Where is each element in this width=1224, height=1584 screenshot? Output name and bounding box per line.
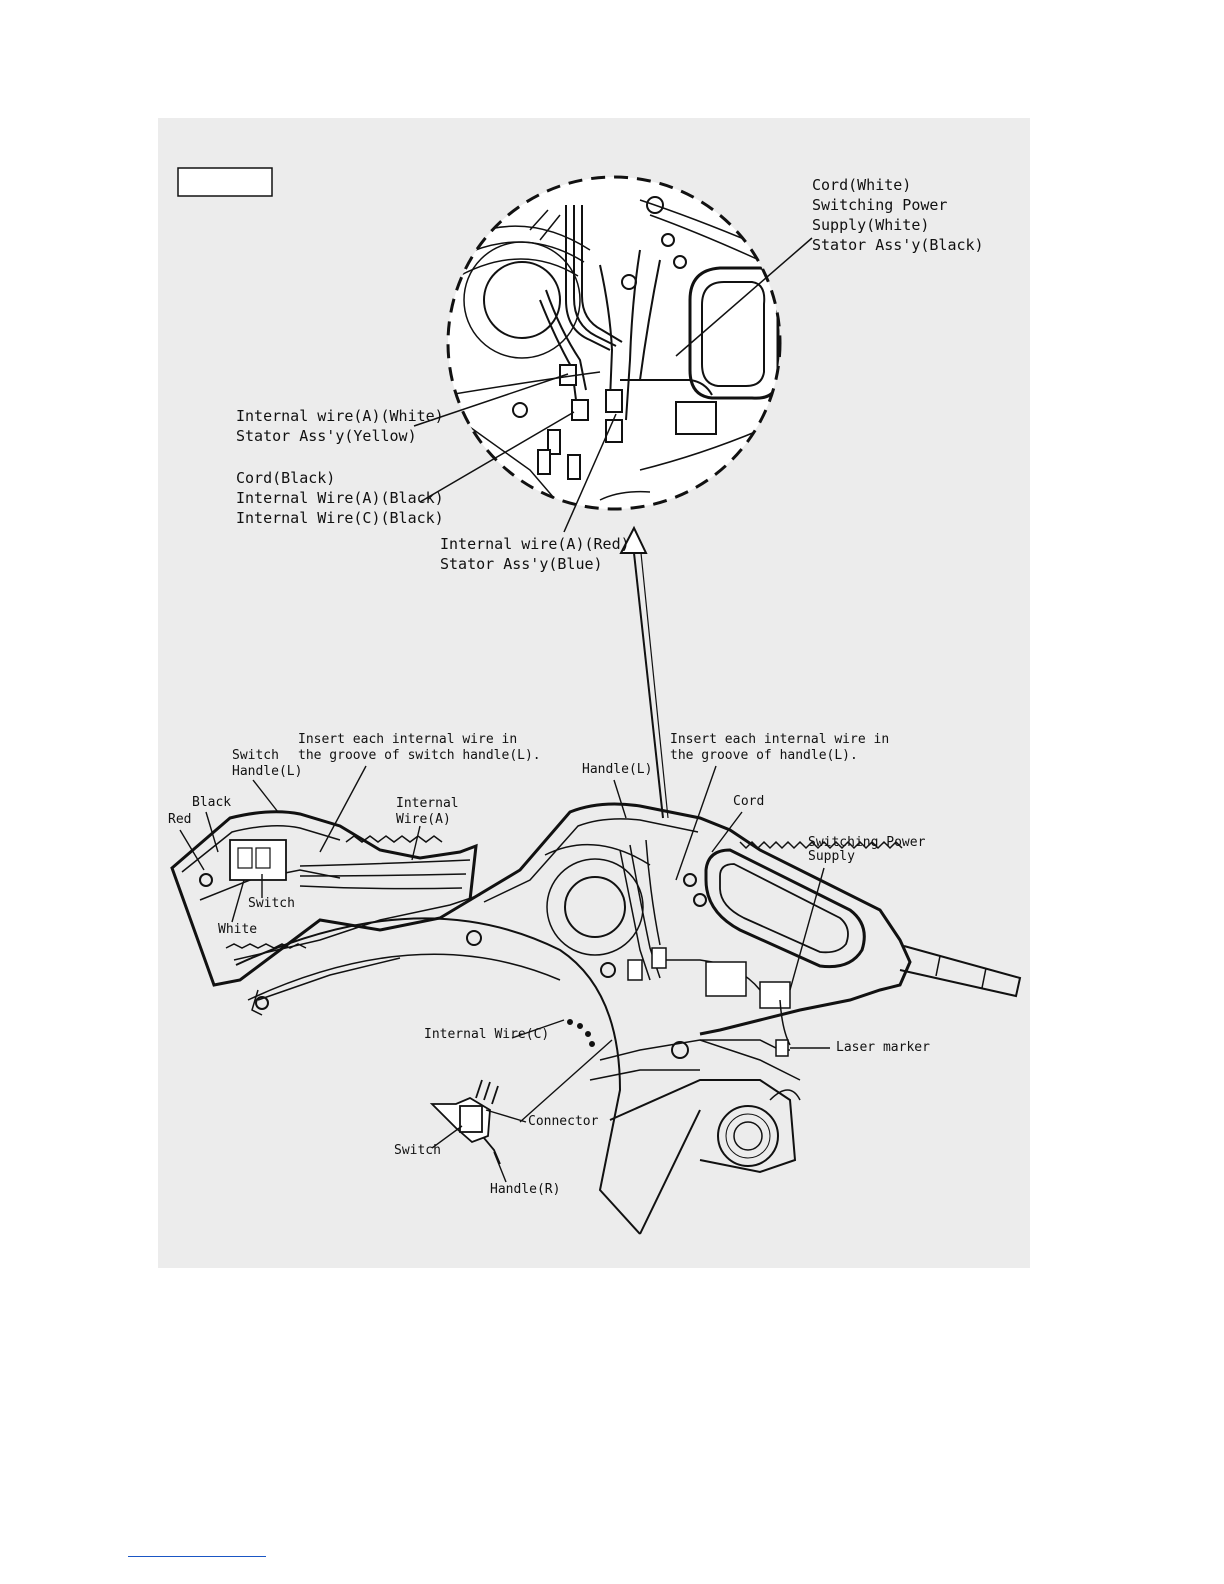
label-handle-r: Handle(R) — [490, 1182, 560, 1198]
label-connector: Connector — [528, 1114, 598, 1130]
label-white: White — [218, 922, 257, 938]
label-insert-switch-line2: the groove of switch handle(L). — [298, 748, 541, 763]
label-switching-power: Switching Power — [812, 196, 948, 214]
label-connector-text: Connector — [528, 1114, 599, 1129]
detail-leader-lines — [413, 237, 813, 533]
label-switching-power-supply: Switching Power Supply — [808, 836, 925, 864]
label-laser-marker: Laser marker — [836, 1040, 930, 1056]
label-internal-a-white: Internal wire(A)(White) — [236, 407, 444, 425]
label-insert-handle: Insert each internal wire in the groove … — [670, 732, 889, 764]
label-cord: Cord — [733, 794, 764, 810]
label-internal-a-black: Internal Wire(A)(Black) — [236, 489, 444, 507]
label-cord-black: Cord(Black) — [236, 469, 336, 487]
label-cord-group: Cord(White) Switching Power Supply(White… — [812, 175, 984, 255]
label-internal-wire-c: Internal Wire(C) — [424, 1027, 549, 1043]
label-black: Black — [192, 795, 231, 811]
figure-number-box — [177, 167, 273, 197]
main-assembly — [170, 802, 1022, 1235]
label-internal-a-red: Internal wire(A)(Red) — [440, 535, 630, 553]
label-switch-upper: Switch — [248, 896, 295, 912]
label-red: Red — [168, 812, 191, 828]
label-stator-black: Stator Ass'y(Black) — [812, 236, 984, 254]
label-stator-yellow: Stator Ass'y(Yellow) — [236, 427, 417, 445]
label-internal-line2: Wire(A) — [396, 812, 451, 827]
label-insert-handle-line1: Insert each internal wire in — [670, 732, 890, 747]
label-white-text: White — [218, 922, 258, 937]
label-internal-a-white-group: Internal wire(A)(White) Stator Ass'y(Yel… — [236, 406, 444, 446]
magnification-arrow — [619, 525, 669, 819]
main-leader-lines — [179, 765, 830, 1183]
label-switching-power-line2: Supply — [808, 849, 855, 864]
label-insert-switch-line1: Insert each internal wire in — [298, 732, 518, 747]
label-handle-l: Handle(L) — [582, 762, 652, 778]
label-internal-wire-a: Internal Wire(A) — [396, 796, 459, 828]
label-internal-line1: Internal — [396, 796, 459, 811]
label-cord-black-group: Cord(Black) Internal Wire(A)(Black) Inte… — [236, 468, 444, 528]
label-red-text: Red — [168, 812, 192, 827]
label-internal-wire-c-text: Internal Wire(C) — [424, 1027, 550, 1042]
label-switch-handle-line1: Switch — [232, 748, 279, 763]
label-switching-power-line1: Switching Power — [808, 835, 926, 850]
label-switch-upper-text: Switch — [248, 896, 295, 911]
label-cord-text: Cord — [733, 794, 765, 809]
label-switch-handle-line2: Handle(L) — [232, 764, 303, 779]
label-laser-marker-text: Laser marker — [836, 1040, 930, 1055]
label-insert-switch-handle: Insert each internal wire in the groove … — [298, 732, 541, 764]
label-internal-a-red-group: Internal wire(A)(Red) Stator Ass'y(Blue) — [440, 534, 630, 574]
label-handle-l-text: Handle(L) — [582, 762, 653, 777]
label-insert-handle-line2: the groove of handle(L). — [670, 748, 858, 763]
detail-circle — [446, 175, 782, 511]
label-internal-c-black: Internal Wire(C)(Black) — [236, 509, 444, 527]
label-switch-lower: Switch — [394, 1143, 441, 1159]
label-stator-blue: Stator Ass'y(Blue) — [440, 555, 603, 573]
label-cord-white: Cord(White) — [812, 176, 912, 194]
footer-link-underline[interactable] — [128, 1556, 266, 1557]
label-handle-r-text: Handle(R) — [490, 1182, 561, 1197]
switch-subassembly — [429, 1079, 501, 1165]
label-supply-white: Supply(White) — [812, 216, 930, 234]
label-black-text: Black — [192, 795, 232, 810]
label-switch-handle-l: Switch Handle(L) — [232, 748, 302, 780]
label-switch-lower-text: Switch — [394, 1143, 441, 1158]
